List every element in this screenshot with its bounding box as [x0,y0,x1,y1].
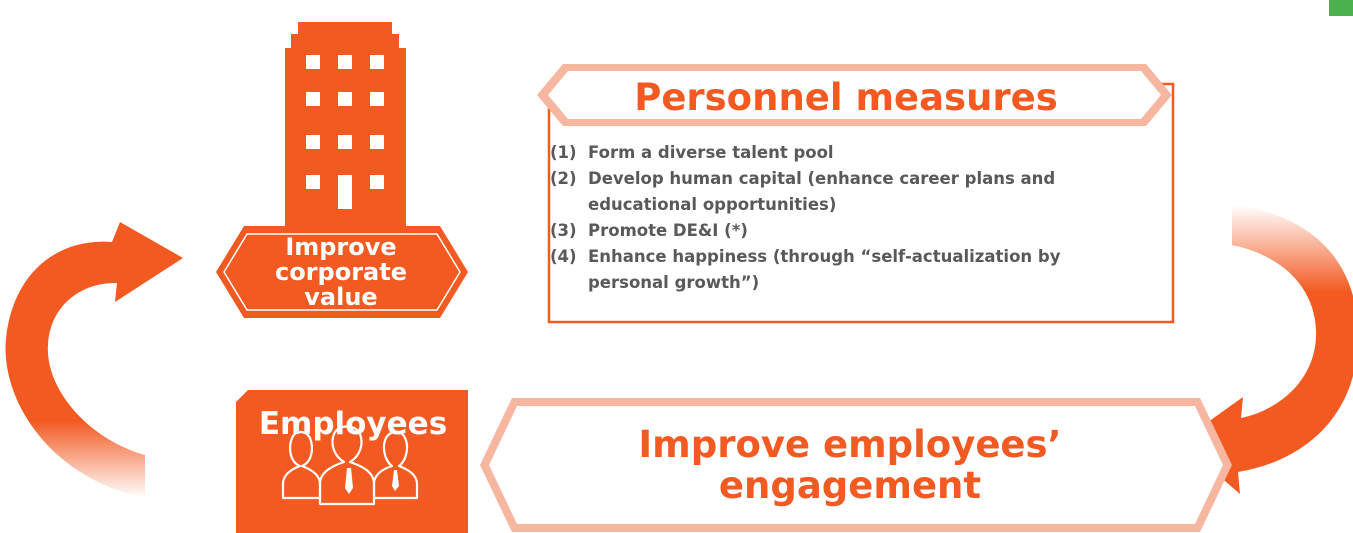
item-number: (4) [550,247,577,266]
person-center-icon [318,425,376,506]
corporate-label-line: value [304,282,378,311]
corporate-label-line: corporate [275,257,407,286]
list-item: (4) Enhance happiness (through “self-actu… [550,244,1140,296]
employees-label: Employees [258,406,448,442]
item-text: Develop human capital (enhance career pl… [588,169,1056,214]
engagement-title: Improve employees’ engagement [520,424,1180,506]
engagement-title-line: Improve employees’ [638,423,1062,466]
item-text: Promote DE&I (*) [588,221,748,240]
corporate-value-label: Improve corporate value [218,226,464,318]
item-number: (1) [550,143,577,162]
list-item: (2) Develop human capital (enhance career… [550,166,1140,218]
personnel-measures-list: (1) Form a diverse talent pool (2) Develop… [550,140,1140,296]
list-item: (3) Promote DE&I (*) [550,218,1140,244]
list-item: (1) Form a diverse talent pool [550,140,1140,166]
right-cycle-arrow [1180,205,1353,494]
item-text: Form a diverse talent pool [588,143,834,162]
personnel-measures-title: Personnel measures [634,75,1058,119]
person-left-icon [281,430,322,500]
engagement-title-line: engagement [718,464,982,507]
corner-marker [1329,0,1353,16]
left-cycle-arrow [5,222,183,498]
item-number: (2) [550,169,577,188]
item-text: Enhance happiness (through “self-actuali… [588,247,1061,292]
person-right-icon [372,430,419,500]
corporate-label-line: Improve [285,232,397,261]
item-number: (3) [550,221,577,240]
